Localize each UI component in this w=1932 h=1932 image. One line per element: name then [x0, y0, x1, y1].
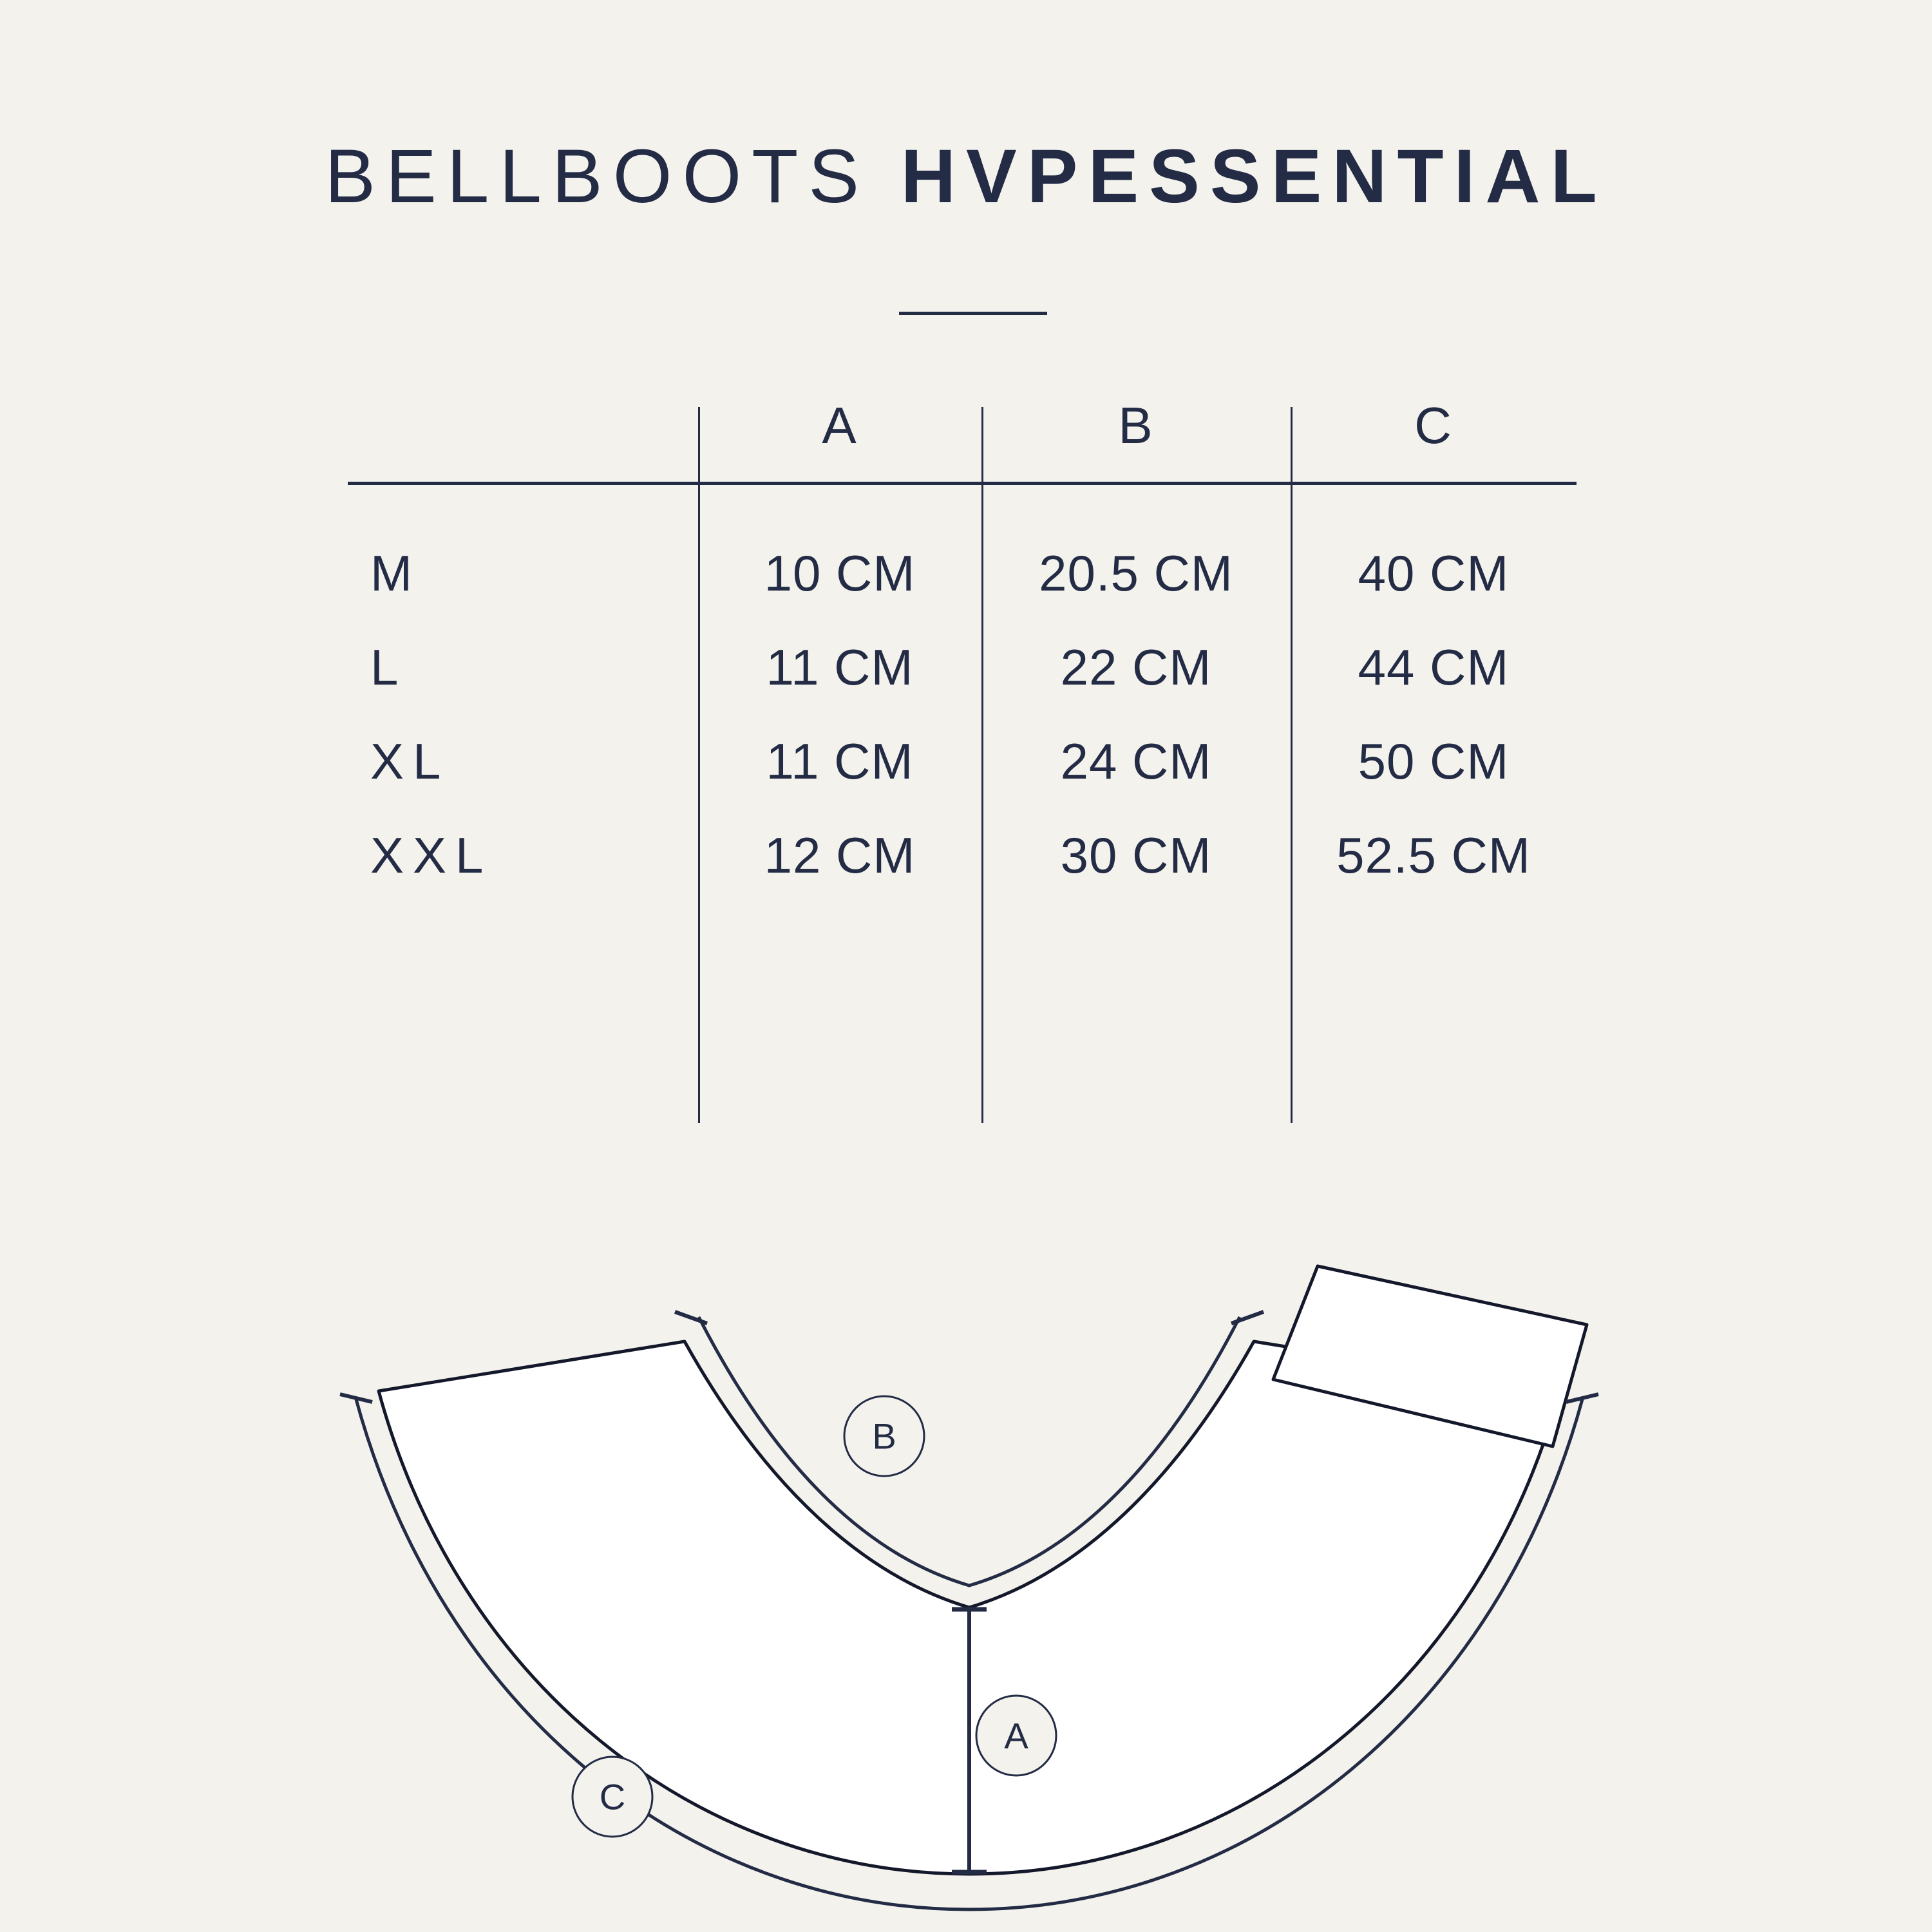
dimension-b-line: [697, 1316, 1242, 1587]
dimension-c: [339, 1392, 1599, 1911]
cell-xxl-b: 30 CM: [1060, 827, 1212, 884]
page-title-bold: HVPESSENTIAL: [900, 134, 1607, 219]
size-table: A B C M 10 CM 20.5 CM 40 CM L 11 CM 22 C…: [348, 397, 1577, 1123]
cell-xl-c: 50 CM: [1358, 733, 1510, 790]
table-column-divider-1: [698, 407, 700, 1123]
column-header-b: B: [1118, 397, 1154, 454]
page-title-light: BELLBOOTS: [325, 134, 870, 219]
badge-c-label: C: [600, 1777, 625, 1817]
row-label-m: M: [370, 545, 421, 601]
cell-m-c: 40 CM: [1358, 545, 1510, 601]
cell-m-b: 20.5 CM: [1039, 545, 1233, 601]
dimension-b-tick-start: [674, 1310, 708, 1325]
page-title: BELLBOOTS HVPESSENTIAL: [0, 135, 1932, 219]
table-column-divider-2: [981, 407, 983, 1123]
bellboot-diagram: B A C: [0, 1153, 1932, 1932]
dimension-badge-a: A: [975, 1694, 1057, 1777]
cell-l-c: 44 CM: [1358, 639, 1510, 696]
bellboot-flap-shape: [1271, 1264, 1589, 1448]
badge-b-label: B: [872, 1416, 896, 1457]
cell-xxl-c: 52.5 CM: [1336, 827, 1531, 884]
dimension-c-tick-start: [339, 1392, 373, 1404]
dimension-c-line: [354, 1399, 1584, 1911]
badge-b-circle: [843, 1395, 925, 1477]
dimension-b: [674, 1310, 1265, 1587]
dimension-badge-b: B: [843, 1395, 925, 1477]
cell-l-a: 11 CM: [766, 639, 914, 696]
dimension-a: [952, 1607, 987, 1875]
column-header-a: A: [822, 397, 858, 454]
cell-xxl-a: 12 CM: [764, 827, 916, 884]
row-label-xxl: XXL: [370, 827, 493, 884]
title-divider: [899, 312, 1047, 315]
dimension-b-tick-end: [1230, 1310, 1265, 1325]
row-label-l: L: [370, 639, 408, 696]
column-header-c: C: [1414, 397, 1453, 454]
row-label-xl: XL: [370, 733, 450, 790]
table-header-rule: [348, 482, 1577, 485]
table-column-divider-3: [1291, 407, 1293, 1123]
badge-a-label: A: [1004, 1716, 1028, 1756]
cell-m-a: 10 CM: [764, 545, 916, 601]
dimension-badge-c: C: [571, 1756, 654, 1838]
dimension-c-tick-end: [1566, 1392, 1599, 1404]
badge-a-circle: [975, 1694, 1057, 1777]
cell-xl-a: 11 CM: [766, 733, 914, 790]
cell-l-b: 22 CM: [1060, 639, 1212, 696]
badge-c-circle: [571, 1756, 654, 1838]
cell-xl-b: 24 CM: [1060, 733, 1212, 790]
